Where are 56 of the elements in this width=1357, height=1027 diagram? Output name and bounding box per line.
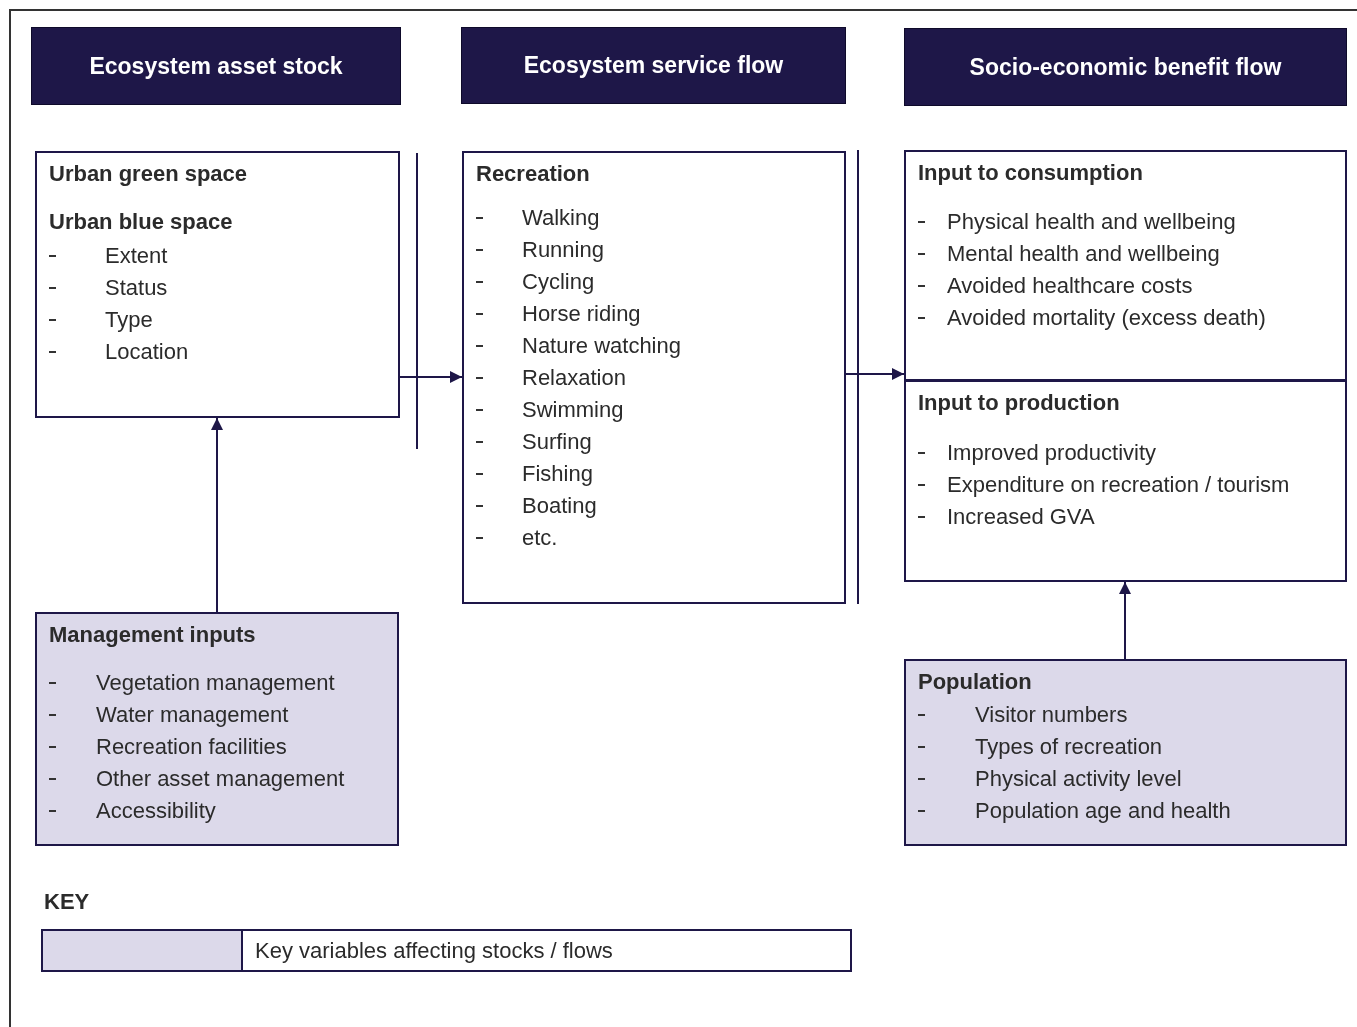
list-item: Cycling [522, 268, 595, 296]
list-item: Population age and health [975, 797, 1231, 825]
list-item: Mental health and wellbeing [947, 240, 1220, 268]
arrow [211, 417, 223, 613]
list-item: Expenditure on recreation / tourism [947, 471, 1290, 499]
category-box [904, 380, 1347, 582]
arrow [399, 371, 463, 383]
column-header [31, 27, 401, 105]
list-item: Increased GVA [947, 503, 1095, 531]
box-heading: Recreation [476, 161, 590, 187]
column-header [461, 27, 846, 104]
box-heading: Population [918, 669, 1032, 695]
column-header [904, 28, 1347, 106]
list-item: Visitor numbers [975, 701, 1128, 729]
list-item: Improved productivity [947, 439, 1157, 467]
arrow [845, 368, 905, 380]
list-item: Boating [522, 492, 597, 520]
box-heading: Urban green space [49, 161, 248, 187]
header-title: Socio-economic benefit flow [969, 52, 1282, 82]
list-item: Avoided mortality (excess death) [947, 304, 1266, 332]
category-box [904, 150, 1347, 381]
list-item: Extent [105, 242, 168, 270]
box-heading: Management inputs [49, 622, 256, 648]
legend-text: Key variables affecting stocks / flows [243, 929, 852, 972]
list-item: Location [105, 338, 189, 366]
box-heading: Input to consumption [918, 160, 1143, 186]
list-item: Relaxation [522, 364, 626, 392]
list-item: Types of recreation [975, 733, 1163, 761]
box-heading: Urban blue space [49, 209, 233, 235]
variables-box [904, 659, 1347, 846]
list-item: Fishing [522, 460, 593, 488]
list-item: Surfing [522, 428, 592, 456]
variables-box [35, 612, 399, 846]
list-item: Nature watching [522, 332, 681, 360]
category-box [35, 151, 400, 418]
list-item: Running [522, 236, 604, 264]
list-item: etc. [522, 524, 558, 552]
list-item: Vegetation management [96, 669, 335, 697]
header-title: Ecosystem asset stock [89, 51, 343, 81]
list-item: Avoided healthcare costs [947, 272, 1193, 300]
list-item: Physical activity level [975, 765, 1182, 793]
list-item: Status [105, 274, 168, 302]
list-item: Walking [522, 204, 600, 232]
list-item: Other asset management [96, 765, 345, 793]
list-item: Accessibility [96, 797, 216, 825]
list-item: Type [105, 306, 153, 334]
list-item: Recreation facilities [96, 733, 287, 761]
list-item: Horse riding [522, 300, 641, 328]
list-item: Physical health and wellbeing [947, 208, 1236, 236]
arrow [1119, 581, 1131, 660]
list-item: Swimming [522, 396, 624, 424]
list-item: Water management [96, 701, 289, 729]
header-title: Ecosystem service flow [523, 51, 784, 81]
key-heading: KEY [44, 888, 90, 916]
category-box [462, 151, 846, 604]
box-heading: Input to production [918, 390, 1120, 416]
